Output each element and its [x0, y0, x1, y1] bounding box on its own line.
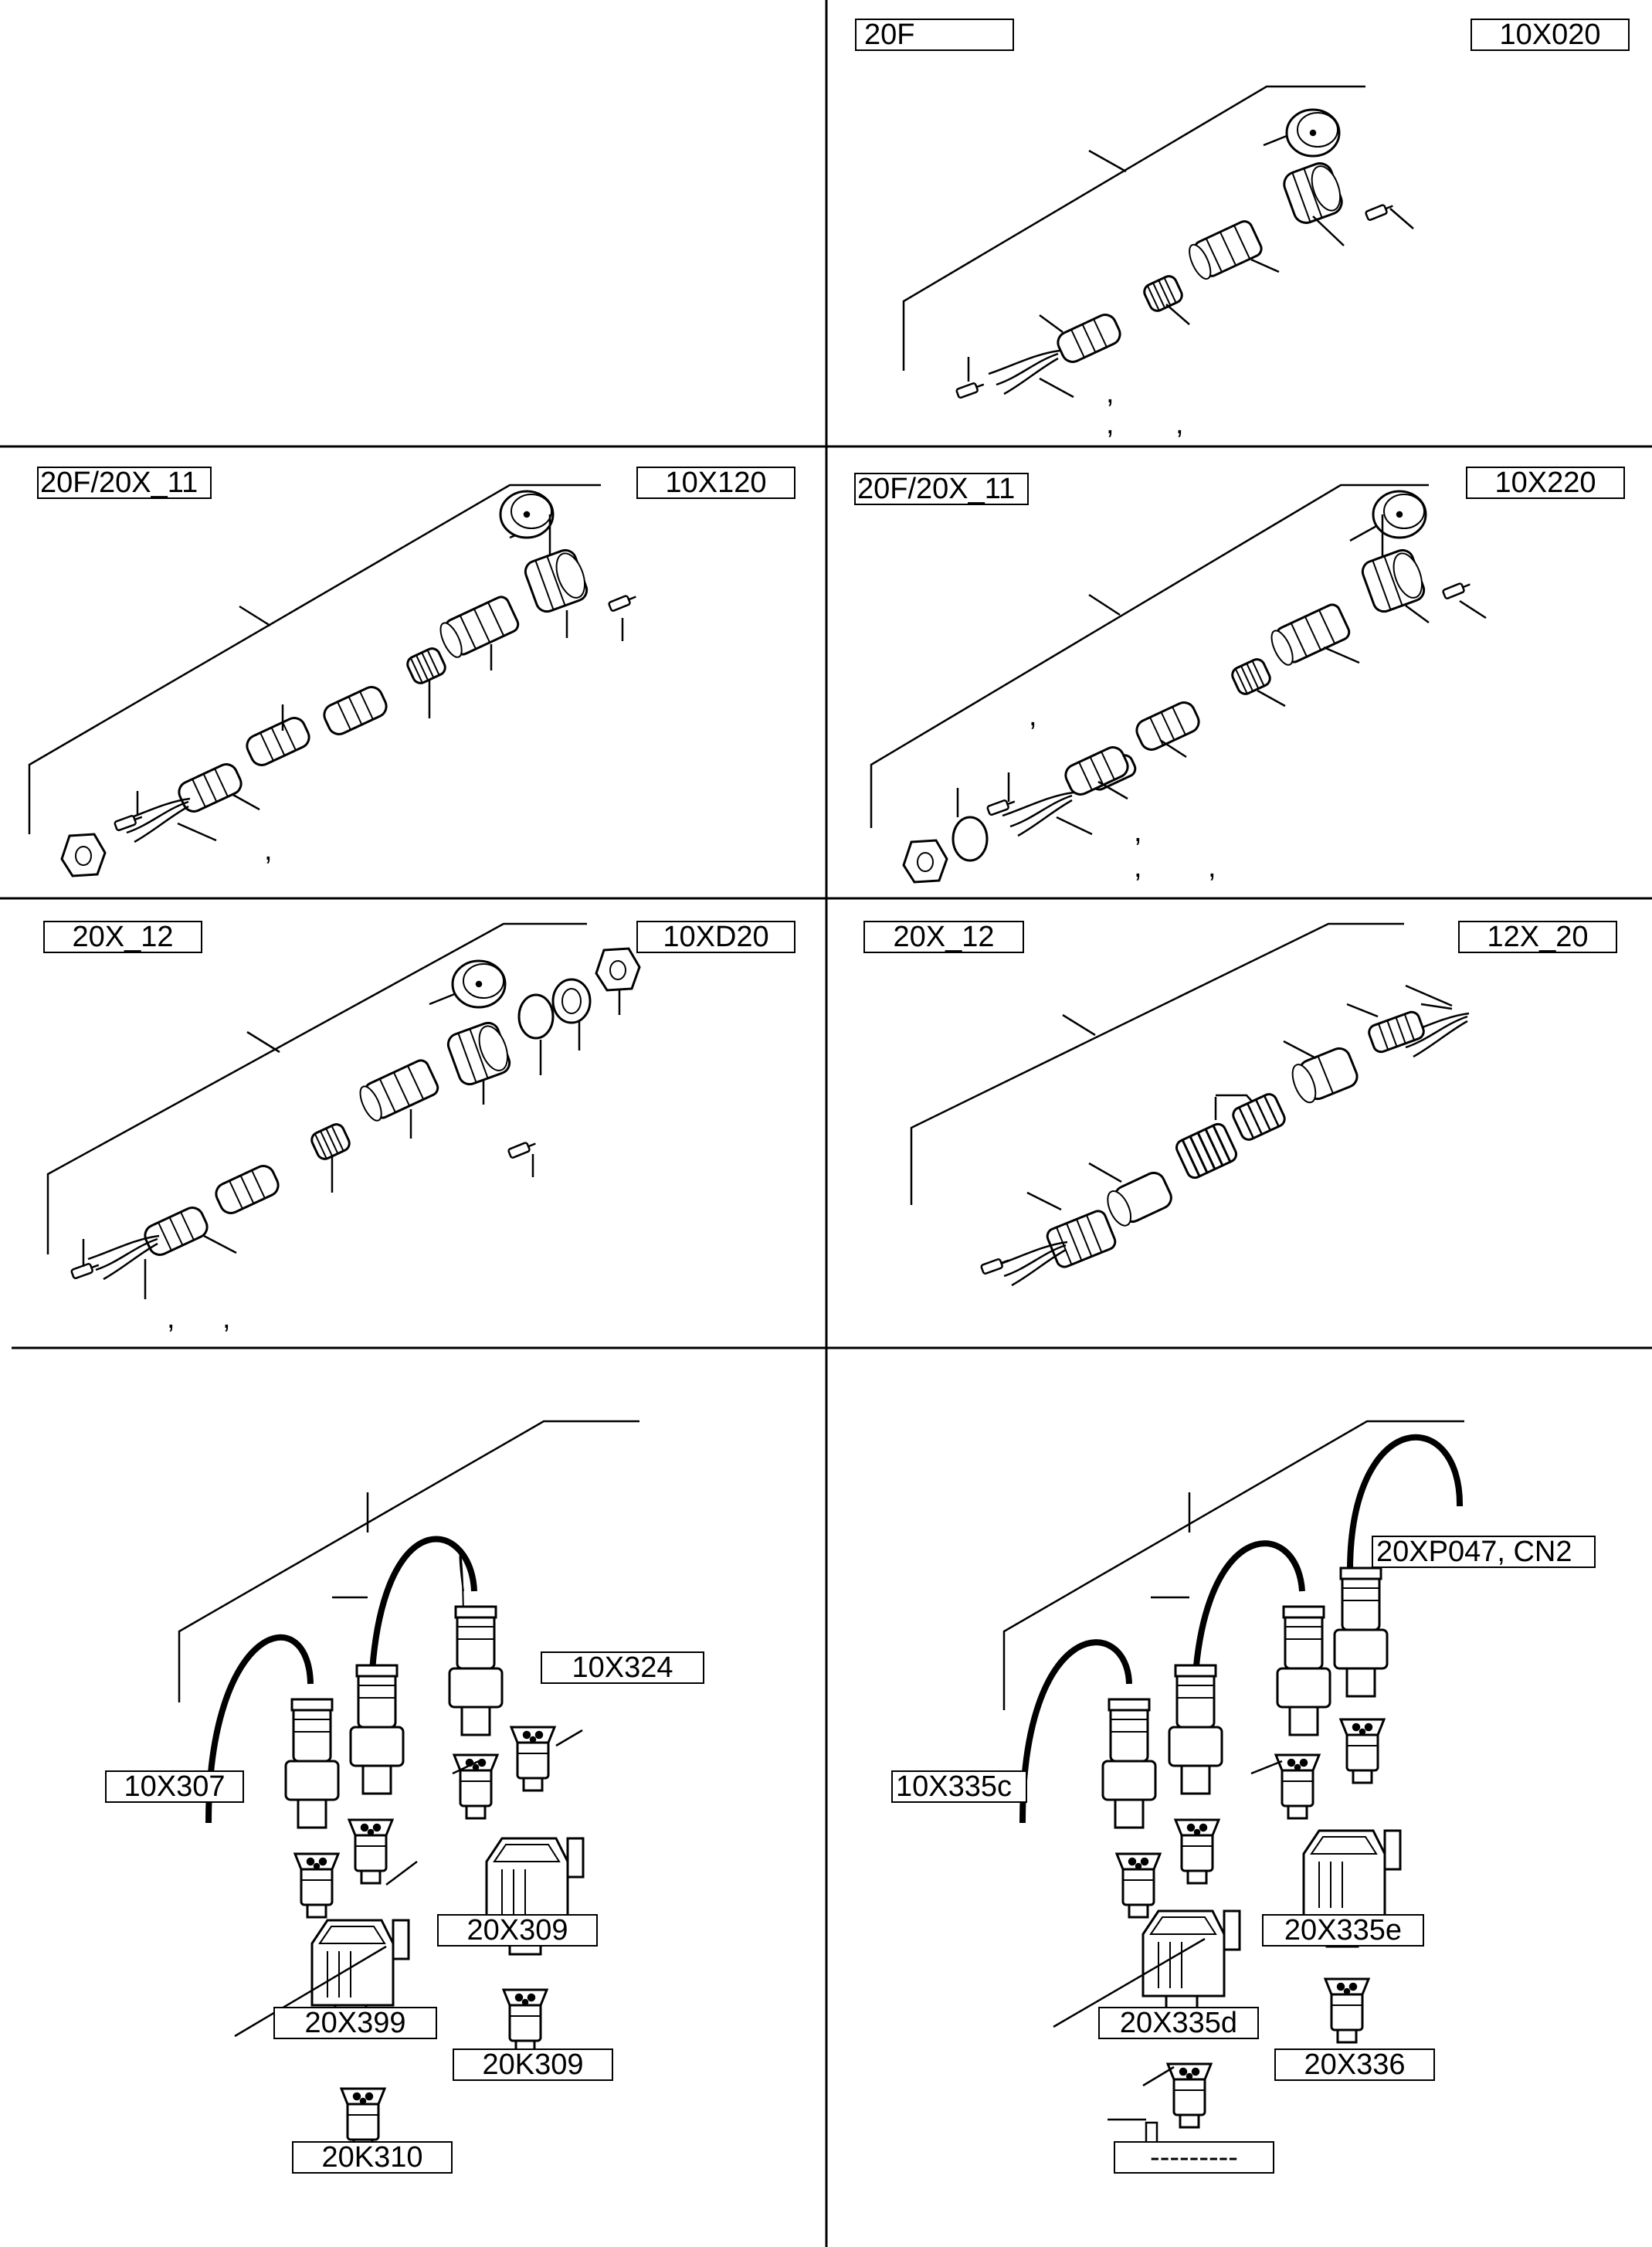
panel-1-code-label: 20F — [855, 19, 1014, 51]
connector-label: 20K309 — [453, 2048, 613, 2081]
comma-mark: , — [167, 1302, 175, 1335]
comma-mark: , — [1134, 851, 1142, 884]
comma-mark: , — [222, 1302, 231, 1335]
panel-2-drawing — [28, 484, 639, 877]
comma-mark: , — [1208, 851, 1216, 884]
panel-1-drawing — [902, 85, 1414, 399]
panel-7-drawing — [1002, 1420, 1464, 2158]
comma-mark: , — [1175, 408, 1184, 440]
comma-mark: , — [1029, 700, 1037, 732]
connector-label: 20X335d — [1098, 2007, 1259, 2039]
panel-1-ref-label: 10X020 — [1471, 19, 1630, 51]
panel-3-ref-label: 10X220 — [1466, 467, 1625, 499]
connector-label: 10X324 — [541, 1651, 704, 1684]
comma-mark: , — [1134, 816, 1142, 848]
panel-3-drawing — [870, 484, 1487, 884]
panel-4-code-label: 20X_12 — [43, 921, 202, 953]
panel-4-ref-label: 10XD20 — [636, 921, 795, 953]
comma-mark: , — [1106, 408, 1114, 440]
panel-2-code-label: 20F/20X_11 — [37, 467, 212, 499]
connector-label: 10X307 — [105, 1770, 244, 1803]
connector-label: 20K310 — [292, 2141, 453, 2174]
panel-5-code-label: 20X_12 — [863, 921, 1024, 953]
panel-4-drawing — [46, 922, 641, 1299]
connector-label: 20X335e — [1262, 1914, 1424, 1947]
connector-label: --------- — [1114, 2141, 1274, 2174]
connector-label: 20X309 — [437, 1914, 598, 1947]
panel-2-ref-label: 10X120 — [636, 467, 795, 499]
comma-mark: , — [1106, 377, 1114, 409]
panel-6-drawing — [178, 1420, 639, 2154]
connector-label: 20X399 — [273, 2007, 437, 2039]
comma-mark: , — [264, 834, 273, 867]
panel-5-drawing — [910, 922, 1471, 1287]
connector-label: 20XP047, CN2 — [1372, 1536, 1596, 1568]
connector-label: 20X336 — [1274, 2048, 1435, 2081]
panel-3-code-label: 20F/20X_11 — [854, 473, 1029, 505]
connector-label: 10X335c — [891, 1770, 1027, 1803]
panel-5-ref-label: 12X_20 — [1458, 921, 1617, 953]
